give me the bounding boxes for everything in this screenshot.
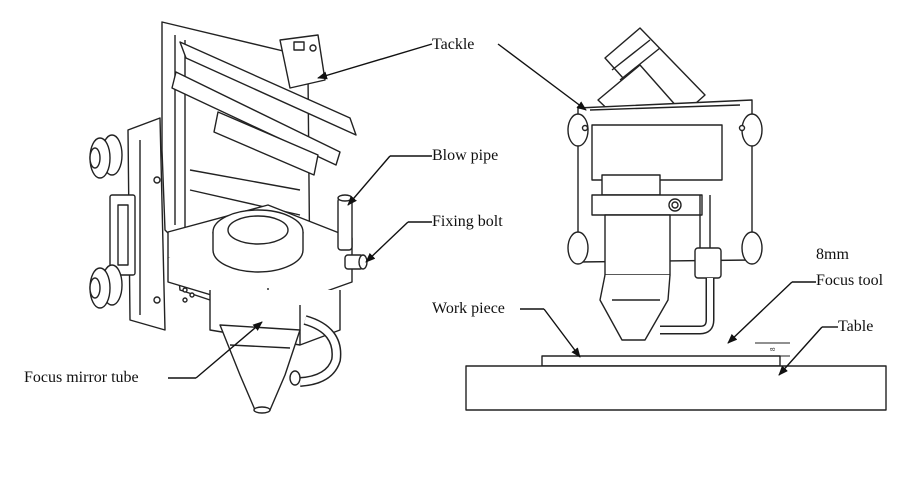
tackle-label: Tackle (432, 36, 475, 53)
tackle-arrow-right (497, 43, 587, 111)
table-arrow (778, 326, 823, 376)
focus-tube-arrow (195, 321, 263, 379)
blow-pipe-label: Blow pipe (432, 147, 499, 164)
table-label: Table (838, 318, 874, 335)
fixing-bolt-label: Fixing bolt (432, 213, 503, 230)
work-piece-arrow (543, 308, 581, 358)
work-piece-label: Work piece (432, 300, 505, 317)
fixing-bolt-arrow (365, 221, 409, 263)
focus-tool-label: Focus tool (816, 272, 884, 289)
blow-pipe-arrow (347, 155, 391, 206)
focus-mirror-tube-label: Focus mirror tube (24, 369, 139, 386)
focus-tool-arrow (727, 281, 793, 344)
leader-arrows (168, 43, 838, 379)
left-laser-head-assembly (89, 21, 368, 414)
focus-tool-size-label: 8mm (816, 246, 849, 263)
right-laser-head-assembly (465, 27, 887, 411)
dimension-mark: 8 (769, 347, 777, 351)
tackle-arrow-left (317, 43, 433, 80)
